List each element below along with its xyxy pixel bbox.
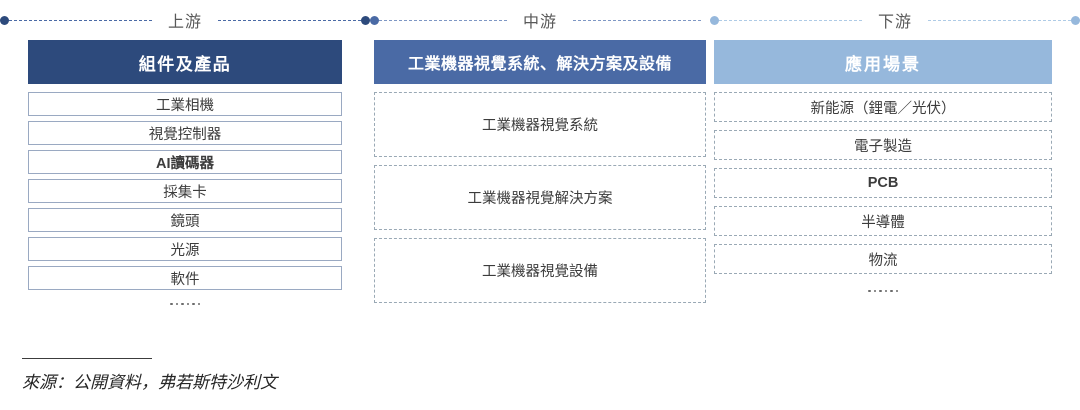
stage-item[interactable]: AI讀碼器	[28, 150, 342, 174]
stage-item[interactable]: 採集卡	[28, 179, 342, 203]
footer: 來源：公開資料，弗若斯特沙利文	[22, 358, 622, 393]
stage-item[interactable]: PCB	[714, 168, 1052, 198]
connector-line-left-downstream	[719, 19, 862, 21]
stage-item[interactable]: 工業機器視覺系統	[374, 92, 706, 157]
stage-header-upstream: 組件及產品	[28, 40, 342, 84]
stage-item[interactable]: 工業機器視覺設備	[374, 238, 706, 303]
stage-column-midstream: 工業機器視覺系統、解決方案及設備 工業機器視覺系統 工業機器視覺解決方案 工業機…	[370, 40, 710, 313]
stage-item[interactable]: 電子製造	[714, 130, 1052, 160]
stage-label-upstream: 上游	[168, 14, 203, 31]
stage-column-downstream: 應用場景 新能源（鋰電／光伏） 電子製造 PCB 半導體 物流	[710, 40, 1080, 313]
connector-line-right-downstream	[928, 19, 1072, 21]
stage-column-upstream: 組件及產品 工業相機 視覺控制器 AI讀碼器 採集卡 鏡頭 光源 軟件	[0, 40, 370, 313]
stage-columns: 組件及產品 工業相機 視覺控制器 AI讀碼器 採集卡 鏡頭 光源 軟件 工業機器…	[0, 40, 1080, 313]
connector-line-right-upstream	[218, 19, 362, 21]
stage-item[interactable]: 物流	[714, 244, 1052, 274]
stage-connector-downstream: 下游	[710, 0, 1080, 40]
source-note: 來源：公開資料，弗若斯特沙利文	[22, 373, 277, 392]
stage-connector-row: 上游 中游 下游	[0, 0, 1080, 40]
connector-line-right-midstream	[573, 19, 702, 21]
stage-item[interactable]: 視覺控制器	[28, 121, 342, 145]
stage-item[interactable]: 新能源（鋰電／光伏）	[714, 92, 1052, 122]
stage-connector-upstream: 上游	[0, 0, 371, 40]
ellipsis-indicator-upstream	[28, 295, 342, 313]
stage-item[interactable]: 光源	[28, 237, 342, 261]
stage-item[interactable]: 半導體	[714, 206, 1052, 236]
ellipsis-indicator-downstream	[714, 282, 1052, 300]
stage-item[interactable]: 軟件	[28, 266, 342, 290]
stage-connector-midstream: 中游	[370, 0, 710, 40]
connector-dot-start-midstream	[370, 15, 379, 25]
connector-dot-start-downstream	[710, 15, 719, 25]
connector-line-left-midstream	[379, 19, 507, 21]
stage-item[interactable]: 鏡頭	[28, 208, 342, 232]
stage-label-midstream: 中游	[523, 14, 558, 31]
connector-dot-end-downstream	[1071, 15, 1080, 25]
stage-header-downstream: 應用場景	[714, 40, 1052, 84]
connector-line-left-upstream	[9, 19, 152, 21]
stage-header-midstream: 工業機器視覺系統、解決方案及設備	[374, 40, 706, 84]
stage-item[interactable]: 工業相機	[28, 92, 342, 116]
footer-divider	[22, 358, 152, 359]
stage-item[interactable]: 工業機器視覺解決方案	[374, 165, 706, 230]
connector-dot-start-upstream	[0, 15, 9, 25]
connector-dot-end-upstream	[361, 15, 371, 25]
stage-label-downstream: 下游	[878, 14, 913, 31]
